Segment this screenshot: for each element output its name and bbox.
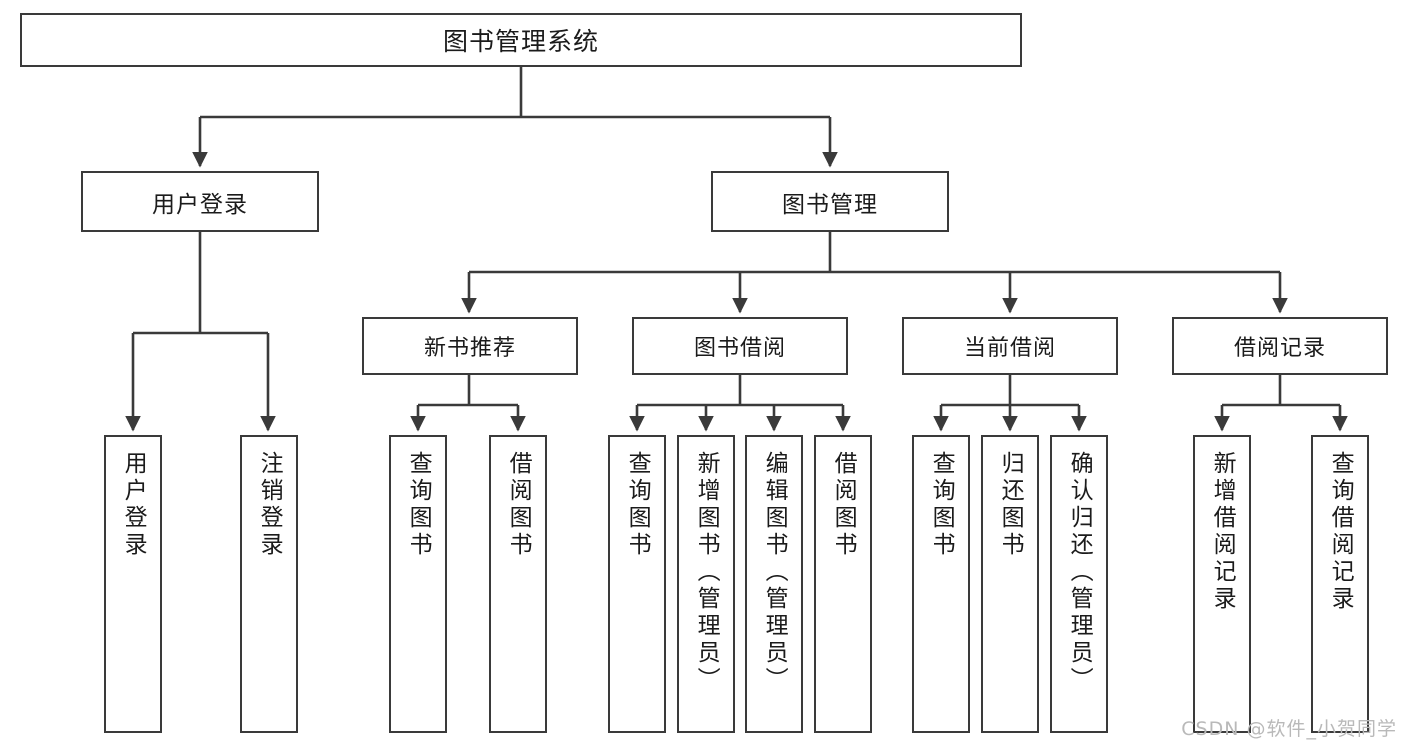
node-book-borrow[interactable]: 图书借阅 <box>632 317 848 375</box>
node-leaf-query-record-label: 查询借阅记录 <box>1327 451 1354 613</box>
node-book-management[interactable]: 图书管理 <box>711 171 949 232</box>
node-leaf-add-record[interactable]: 新增借阅记录 <box>1193 435 1251 733</box>
node-book-borrow-label: 图书借阅 <box>693 336 786 361</box>
node-leaf-query-record[interactable]: 查询借阅记录 <box>1311 435 1369 733</box>
node-leaf-logout-login-label: 注销登录 <box>256 451 283 559</box>
node-leaf-borrow-book-1-label: 借阅图书 <box>505 451 532 559</box>
node-leaf-logout-login[interactable]: 注销登录 <box>240 435 298 733</box>
node-leaf-borrow-book-2-label: 借阅图书 <box>830 451 857 559</box>
node-leaf-return-book-label: 归还图书 <box>997 451 1024 559</box>
node-leaf-query-book-1[interactable]: 查询图书 <box>389 435 447 733</box>
node-leaf-query-book-2-label: 查询图书 <box>624 451 651 559</box>
node-leaf-add-book-label: 新增图书（管理员） <box>693 451 720 694</box>
node-current-borrow[interactable]: 当前借阅 <box>902 317 1118 375</box>
node-leaf-edit-book[interactable]: 编辑图书（管理员） <box>745 435 803 733</box>
node-leaf-query-book-3[interactable]: 查询图书 <box>912 435 970 733</box>
node-borrow-record[interactable]: 借阅记录 <box>1172 317 1388 375</box>
node-current-borrow-label: 当前借阅 <box>963 336 1056 361</box>
node-leaf-borrow-book-1[interactable]: 借阅图书 <box>489 435 547 733</box>
node-leaf-confirm-return-label: 确认归还（管理员） <box>1066 451 1093 694</box>
node-leaf-add-record-label: 新增借阅记录 <box>1209 451 1236 613</box>
node-leaf-return-book[interactable]: 归还图书 <box>981 435 1039 733</box>
node-root-label: 图书管理系统 <box>442 27 599 56</box>
node-leaf-user-login-label: 用户登录 <box>120 451 147 559</box>
node-borrow-record-label: 借阅记录 <box>1233 336 1326 361</box>
node-leaf-add-book[interactable]: 新增图书（管理员） <box>677 435 735 733</box>
node-user-login[interactable]: 用户登录 <box>81 171 319 232</box>
node-leaf-confirm-return[interactable]: 确认归还（管理员） <box>1050 435 1108 733</box>
node-root[interactable]: 图书管理系统 <box>20 13 1022 67</box>
node-new-book-recommend[interactable]: 新书推荐 <box>362 317 578 375</box>
node-leaf-borrow-book-2[interactable]: 借阅图书 <box>814 435 872 733</box>
node-book-management-label: 图书管理 <box>782 191 878 218</box>
node-leaf-query-book-3-label: 查询图书 <box>928 451 955 559</box>
node-user-login-label: 用户登录 <box>152 191 248 218</box>
node-leaf-query-book-2[interactable]: 查询图书 <box>608 435 666 733</box>
node-leaf-edit-book-label: 编辑图书（管理员） <box>761 451 788 694</box>
node-leaf-query-book-1-label: 查询图书 <box>405 451 432 559</box>
node-new-book-recommend-label: 新书推荐 <box>423 336 516 361</box>
watermark: CSDN @软件_小贺同学 <box>1181 718 1397 740</box>
node-leaf-user-login[interactable]: 用户登录 <box>104 435 162 733</box>
